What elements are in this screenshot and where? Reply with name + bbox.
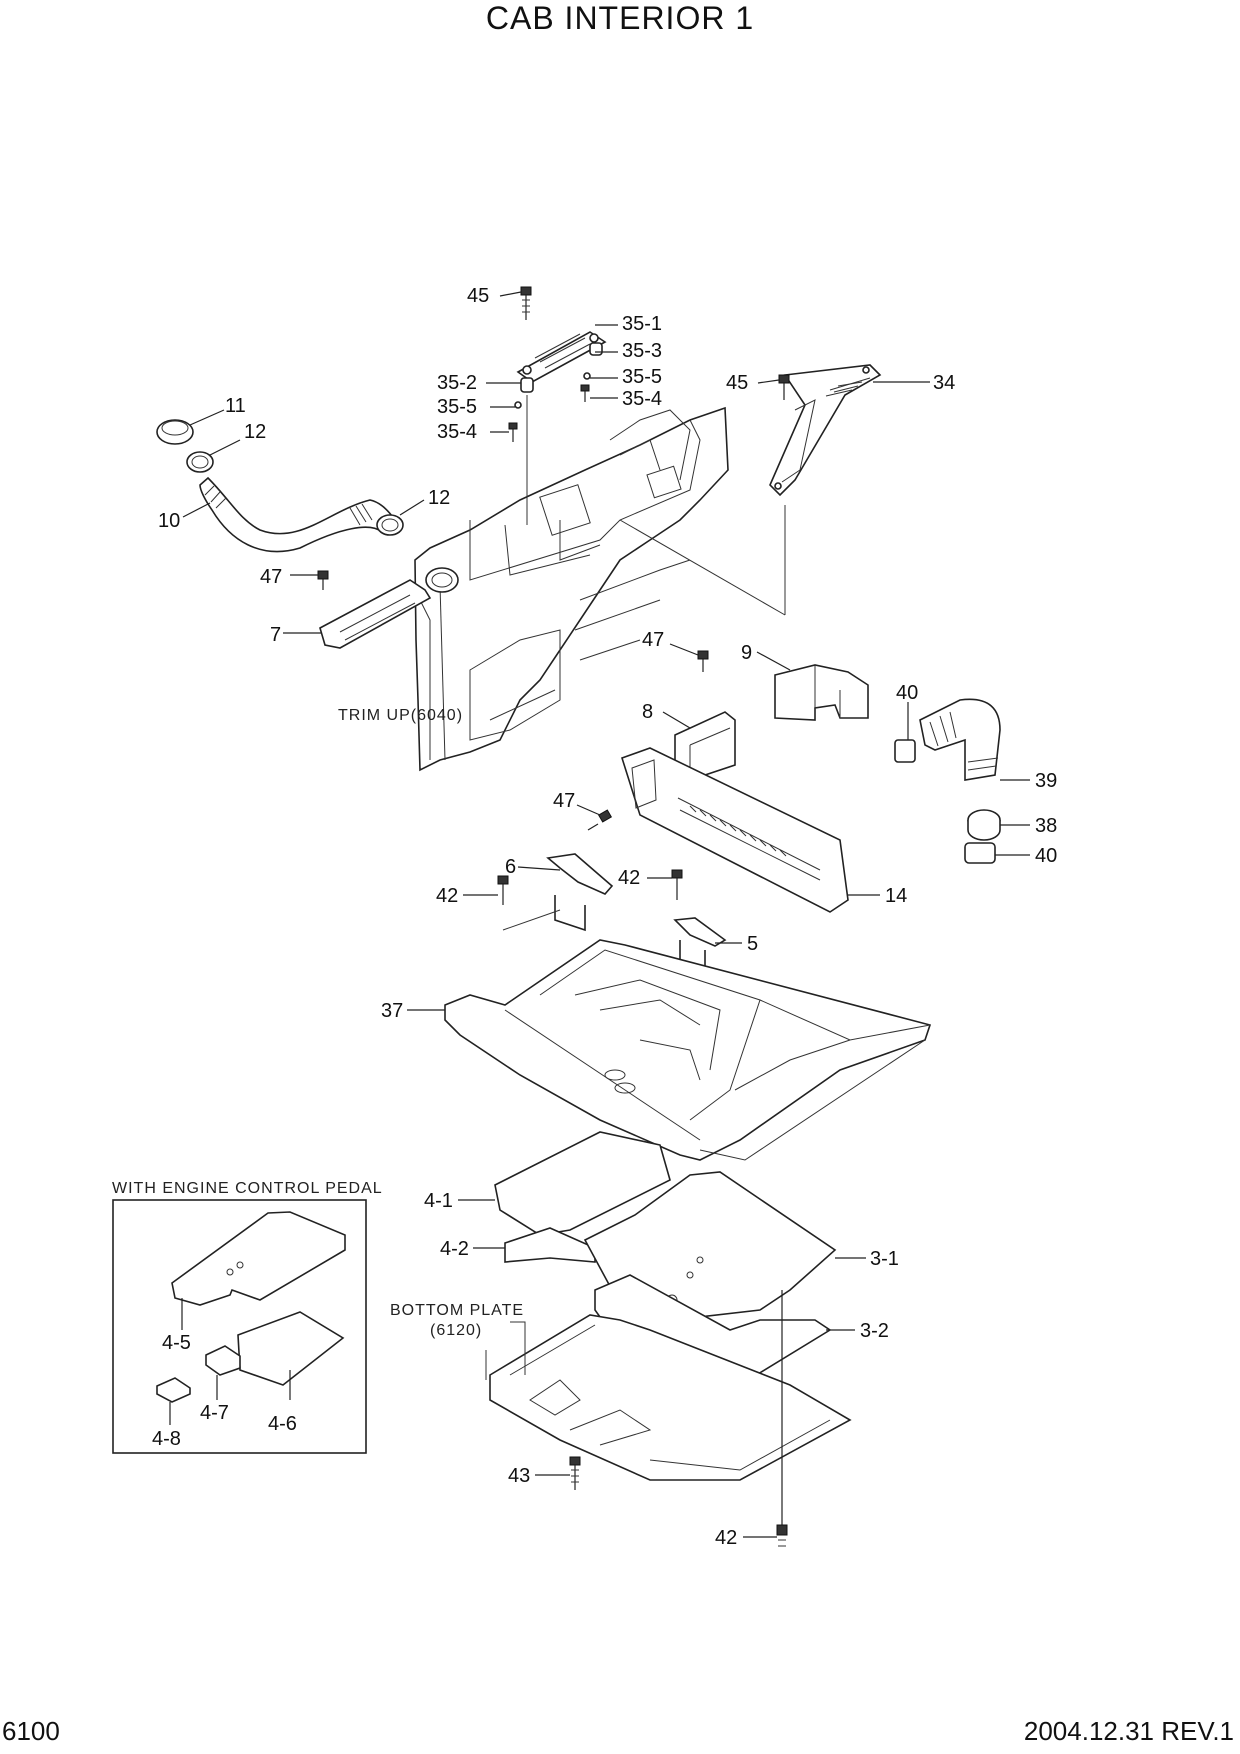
callout-4-1: 4-1 (424, 1190, 453, 1212)
bolt-47-lower (587, 809, 613, 831)
bolt-42-left (497, 875, 509, 905)
leader-lines (182, 291, 1030, 1538)
clip-35-2 (520, 377, 534, 393)
callout-4-7: 4-7 (200, 1402, 229, 1424)
callout-42-bottom: 42 (715, 1527, 737, 1549)
callout-39: 39 (1035, 770, 1057, 792)
bottom-plate-ref: (6120) (430, 1322, 482, 1339)
callout-12-upper: 12 (244, 421, 266, 443)
trim-up-note: TRIM UP(6040) (338, 707, 463, 724)
page-title: CAB INTERIOR 1 (485, 0, 755, 36)
callout-47-lower: 47 (553, 790, 575, 812)
callout-35-5-right: 35-5 (622, 366, 662, 388)
washer-35-5-right (583, 372, 591, 380)
grille-40-lower (964, 842, 996, 864)
callout-labels: 45 35-1 35-3 35-2 35-5 35-5 35-4 35-4 45… (152, 285, 1057, 1549)
flex-duct-39 (919, 698, 1001, 781)
bolt-47-mid (697, 650, 709, 672)
callout-35-2: 35-2 (437, 372, 477, 394)
callout-35-1: 35-1 (622, 313, 662, 335)
elbow-duct-9 (774, 664, 869, 721)
strip-4-2 (504, 1227, 596, 1263)
bracket-6 (546, 853, 614, 932)
bolt-47-upper (317, 570, 329, 590)
callout-38: 38 (1035, 815, 1057, 837)
bolt-42-bottom (776, 1290, 788, 1547)
screw-35-4-left (508, 422, 518, 442)
callout-8: 8 (642, 701, 653, 723)
clamp-12-upper (186, 451, 214, 473)
callout-6: 6 (505, 856, 516, 878)
callout-47-mid: 47 (642, 629, 664, 651)
callout-3-2: 3-2 (860, 1320, 889, 1342)
callout-43: 43 (508, 1465, 530, 1487)
clamp-12-lower (376, 514, 404, 536)
rear-trim-panel (414, 406, 729, 772)
callout-35-5-left: 35-5 (437, 396, 477, 418)
callout-4-5: 4-5 (162, 1332, 191, 1354)
revision-date: 2004.12.31 REV.1 (1023, 1716, 1234, 1746)
floor-mat-37 (444, 939, 932, 1161)
screw-35-4-right (580, 384, 590, 402)
mat-4-1 (494, 1131, 671, 1236)
callout-4-8: 4-8 (152, 1428, 181, 1450)
callout-35-3: 35-3 (622, 340, 662, 362)
inset-title: WITH ENGINE CONTROL PEDAL (112, 1180, 383, 1197)
callout-35-4-left: 35-4 (437, 421, 477, 443)
callout-11: 11 (225, 395, 246, 417)
callout-7: 7 (270, 624, 281, 646)
callout-42-mid: 42 (618, 867, 640, 889)
callout-9: 9 (741, 642, 752, 664)
callout-47-upper: 47 (260, 566, 282, 588)
callout-40-lower: 40 (1035, 845, 1057, 867)
washer-35-5-left (514, 401, 522, 409)
callout-42-left: 42 (436, 885, 458, 907)
callout-10: 10 (158, 510, 180, 532)
bottom-plate-note: BOTTOM PLATE (390, 1302, 524, 1319)
clip-35-3 (589, 342, 603, 356)
bottom-plate (489, 1314, 852, 1481)
duct-hose-10 (199, 476, 397, 553)
callout-34: 34 (933, 372, 955, 394)
cap-11 (156, 419, 194, 445)
callout-40-upper: 40 (896, 682, 918, 704)
callout-14: 14 (885, 885, 907, 907)
rear-lower-panel-14 (621, 747, 849, 913)
callout-4-6: 4-6 (268, 1413, 297, 1435)
callout-45-top: 45 (467, 285, 489, 307)
grille-40-upper (894, 739, 916, 763)
page-number: 6100 (2, 1716, 60, 1746)
vent-34 (769, 364, 882, 497)
callout-4-2: 4-2 (440, 1238, 469, 1260)
engine-pedal-inset (112, 1199, 367, 1454)
callout-12-lower: 12 (428, 487, 450, 509)
bolt-42-mid (671, 869, 683, 900)
ring-38 (967, 809, 1001, 841)
callout-5: 5 (747, 933, 758, 955)
callout-37: 37 (381, 1000, 403, 1022)
callout-3-1: 3-1 (870, 1248, 899, 1270)
vent-7 (319, 579, 432, 649)
bolt-43 (569, 1456, 581, 1490)
callout-35-4-right: 35-4 (622, 388, 662, 410)
top-vent-35-1 (516, 331, 607, 383)
callout-45-right: 45 (726, 372, 748, 394)
bolt-45-top (520, 286, 532, 320)
bolt-45-right (778, 374, 790, 400)
